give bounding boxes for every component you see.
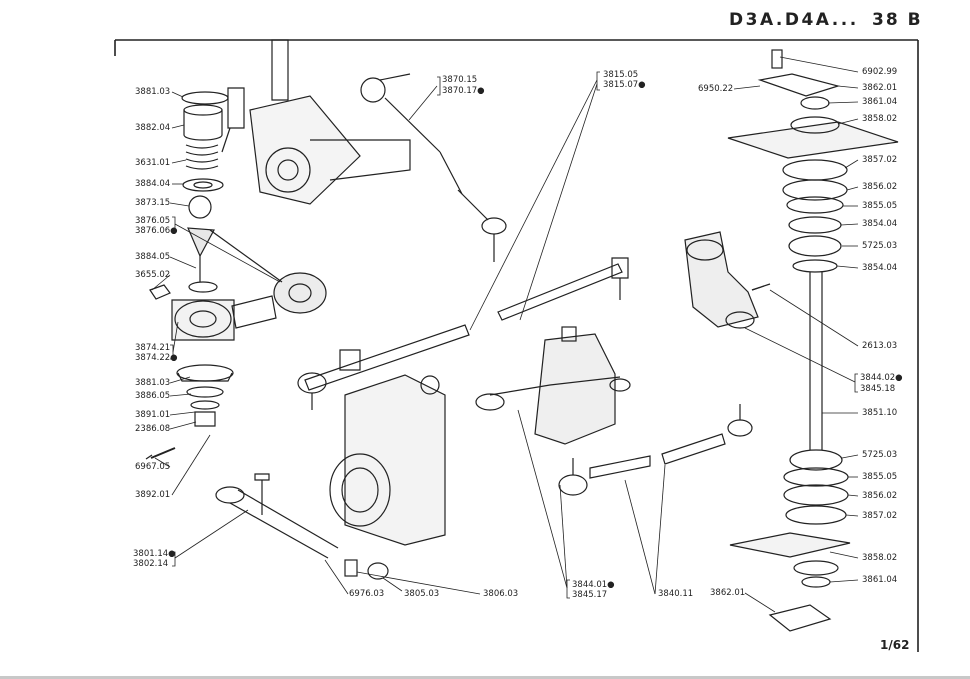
part-label: 2613.03 (862, 341, 898, 351)
part-label: 3815.05 (603, 70, 639, 80)
part-label: 3881.03 (135, 87, 171, 97)
steering-box-parts (221, 39, 411, 205)
part-label: 3876.06● (135, 226, 178, 236)
part-label: 3892.01 (135, 490, 171, 500)
bellcrank (684, 231, 765, 329)
part-label: 6950.22 (698, 84, 734, 94)
part-label: 3840.11 (658, 589, 694, 599)
part-label: 3855.05 (862, 201, 898, 211)
page-number: 1/62 (880, 638, 910, 652)
leader-lines (151, 56, 859, 613)
part-label: 3855.05 (862, 472, 898, 482)
part-label: 3861.04 (862, 575, 898, 585)
part-label: 3844.02● (860, 373, 903, 383)
part-label: 6902.99 (862, 67, 898, 77)
tie-rod-long (297, 324, 470, 410)
part-label: 3844.01● (572, 580, 615, 590)
part-label: 3884.04 (135, 179, 171, 189)
part-label: 6976.03 (349, 589, 385, 599)
part-label: 3873.15 (135, 198, 171, 208)
part-label: 5725.03 (862, 450, 898, 460)
part-label: 3631.01 (135, 158, 171, 168)
part-label: 3854.04 (862, 219, 898, 229)
part-label: 3857.02 (862, 155, 898, 165)
part-label: 3881.03 (135, 378, 171, 388)
bottom-divider (0, 676, 970, 679)
part-label: 2386.08 (135, 424, 171, 434)
model-code: D3A.D4A... (729, 10, 859, 30)
part-label: 3874.22● (135, 353, 178, 363)
part-label: 3851.10 (862, 408, 898, 418)
part-label: 3870.15 (442, 75, 478, 85)
part-label: 3655.02 (135, 270, 171, 280)
part-label: 3891.01 (135, 410, 171, 420)
upper-drag-link (360, 73, 507, 262)
part-label: 3815.07● (603, 80, 646, 90)
part-label: 3882.04 (135, 123, 171, 133)
part-label: 3801.14● (133, 549, 176, 559)
part-label: 3858.02 (862, 114, 898, 124)
part-label: 3805.03 (404, 589, 440, 599)
part-label: 3802.14 (133, 559, 169, 569)
part-label: 6967.05 (135, 462, 171, 472)
part-label: 3884.05 (135, 252, 171, 262)
part-label: 3806.03 (483, 589, 519, 599)
right-stack-parts (727, 49, 899, 632)
steering-knuckle (329, 349, 446, 546)
part-label: 3857.02 (862, 511, 898, 521)
page-code: 38 B (872, 10, 923, 30)
part-label: 3845.17 (572, 590, 608, 600)
center-bracket (475, 326, 631, 445)
rear-tie-rod (497, 257, 629, 321)
part-label: 3876.05 (135, 216, 171, 226)
part-label: 3854.04 (862, 263, 898, 273)
part-label: 3856.02 (862, 491, 898, 501)
adjustable-link (558, 404, 753, 496)
part-label: 3870.17● (442, 86, 485, 96)
part-label: 3886.05 (135, 391, 171, 401)
part-label: 3858.02 (862, 553, 898, 563)
steering-arm (215, 473, 389, 580)
part-label: 3861.04 (862, 97, 898, 107)
part-label: 5725.03 (862, 241, 898, 251)
part-label: 3862.01 (710, 588, 746, 598)
part-label: 3856.02 (862, 182, 898, 192)
part-label: 3874.21 (135, 343, 171, 353)
part-label: 3845.18 (860, 384, 896, 394)
part-label: 3862.01 (862, 83, 898, 93)
left-stack-parts (145, 91, 327, 460)
